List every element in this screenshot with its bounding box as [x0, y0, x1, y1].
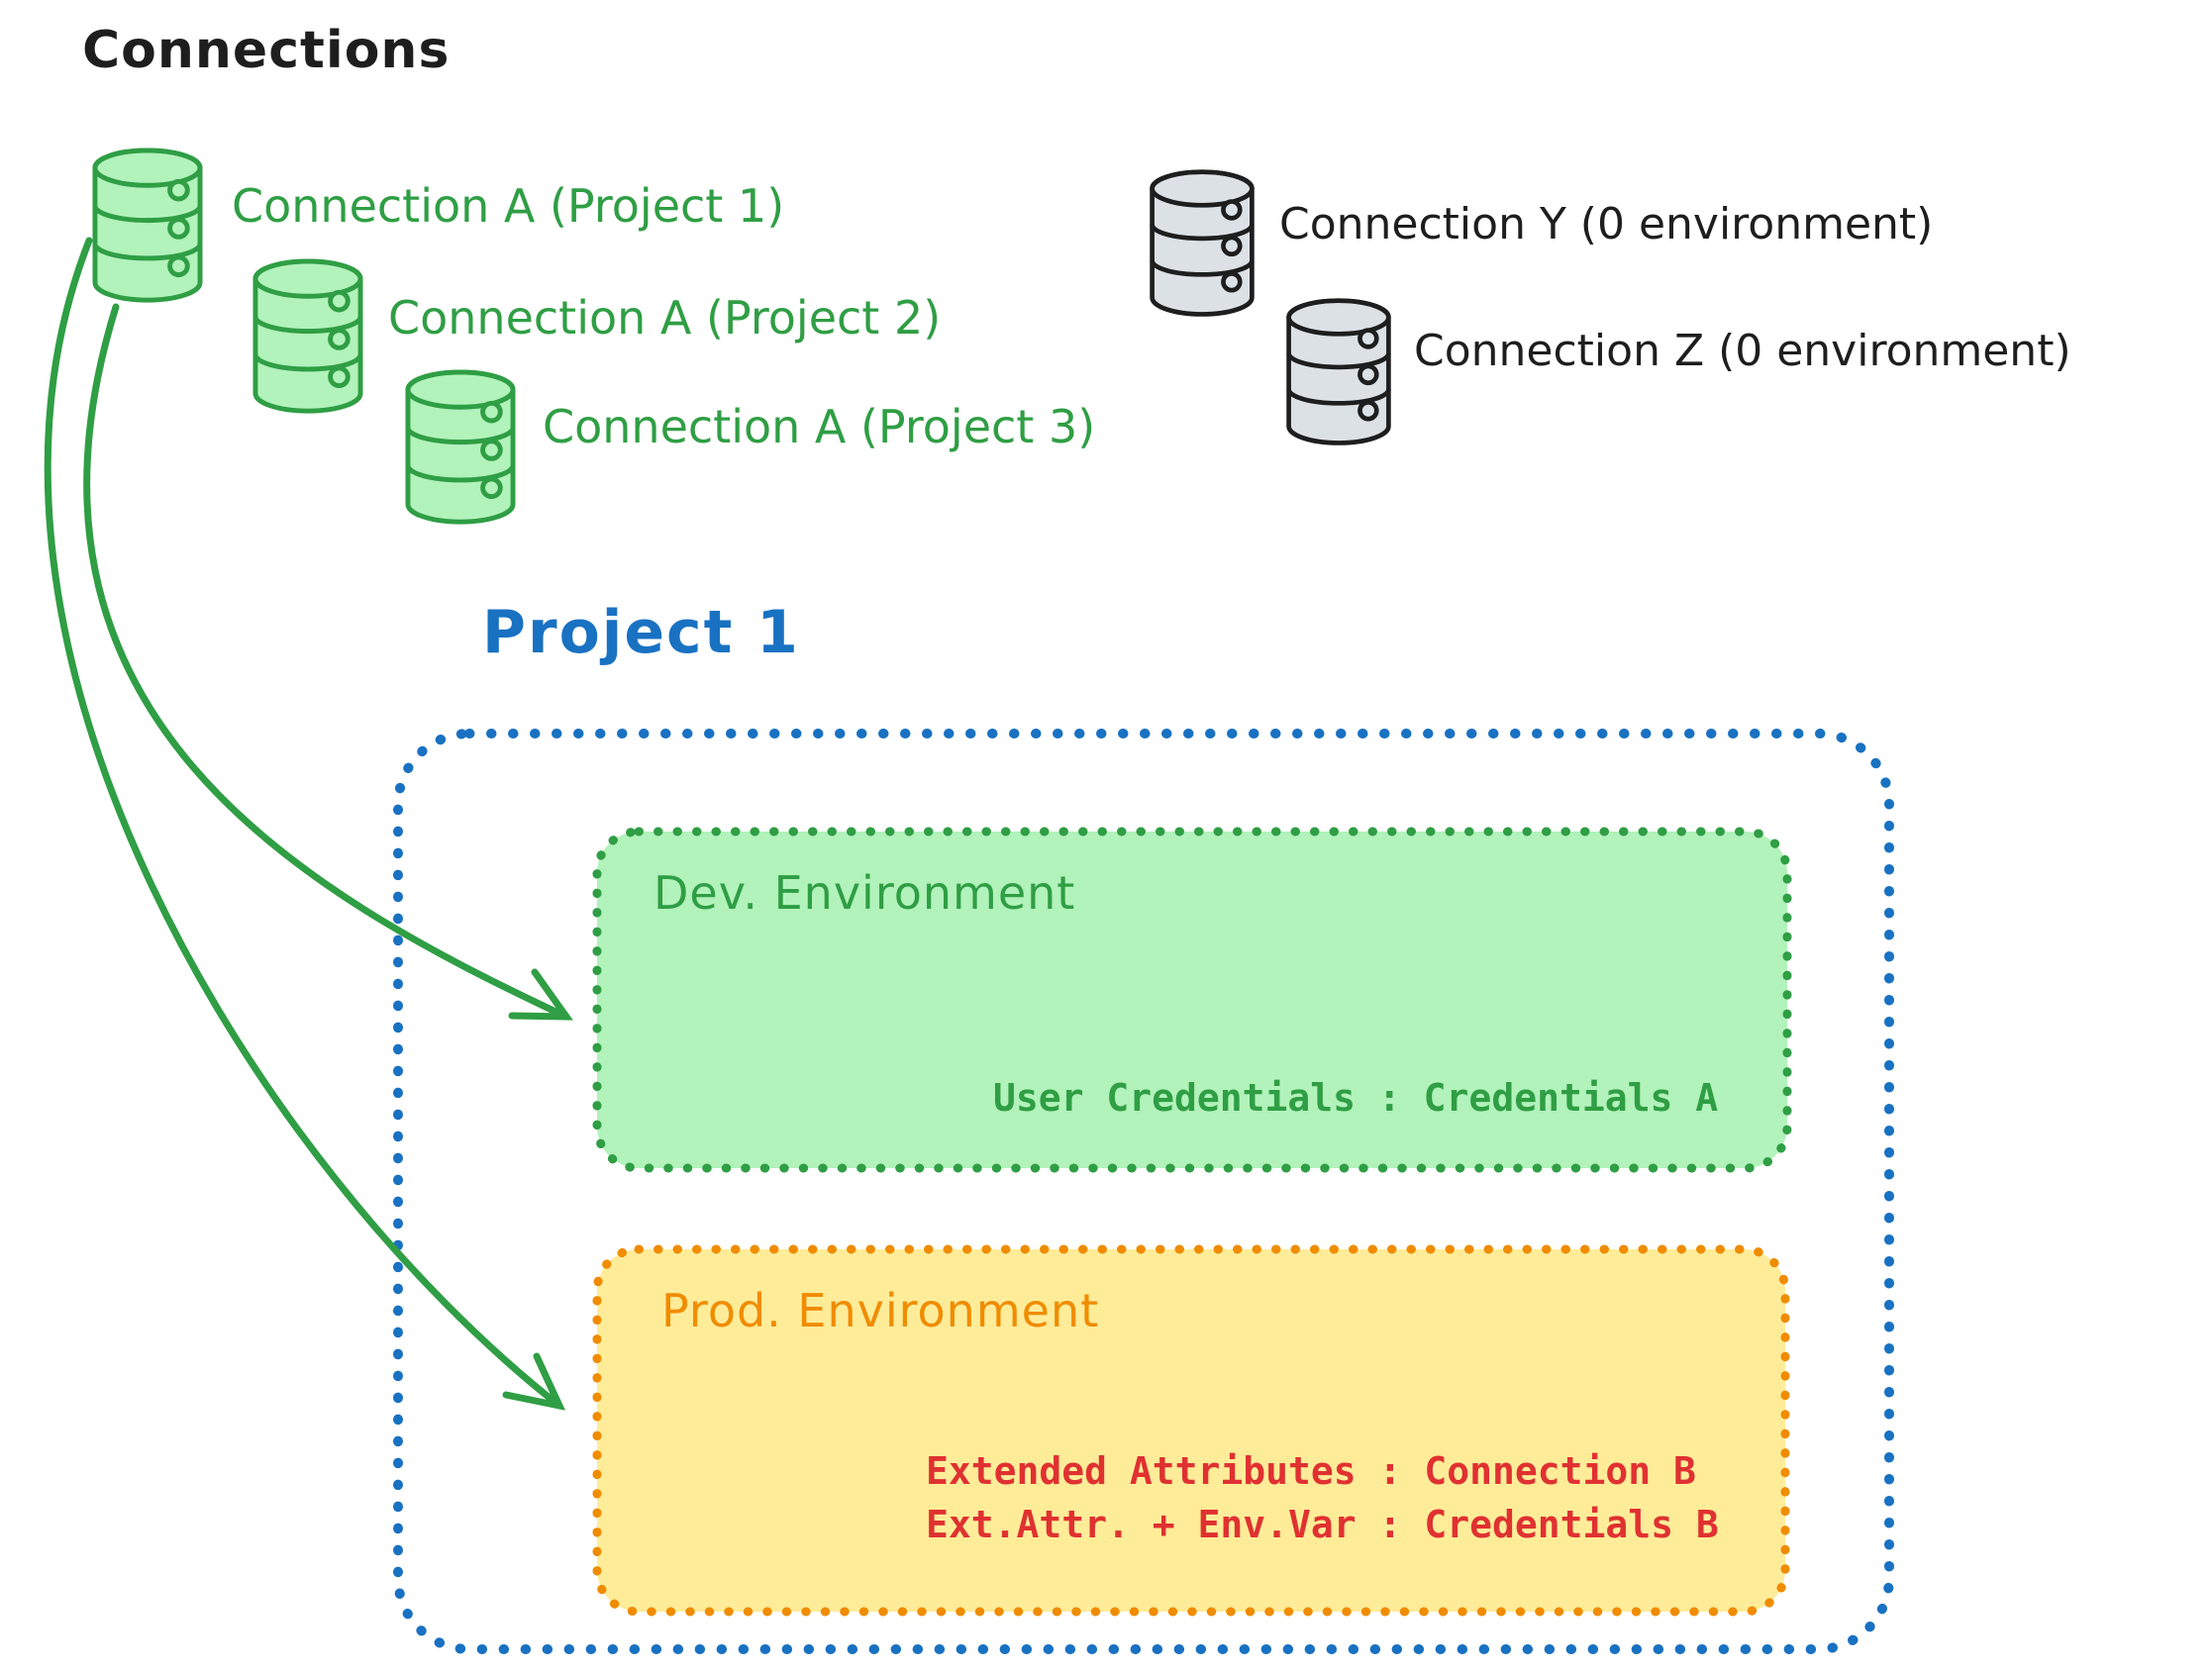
database-icon-connection-a-project-3 [408, 372, 513, 522]
connection-label-a-project-3: Connection A (Project 3) [543, 400, 1096, 453]
connection-label-z: Connection Z (0 environment) [1414, 326, 2071, 376]
arrowhead-icon [508, 968, 573, 1021]
prod-environment-title: Prod. Environment [661, 1284, 1100, 1337]
page-title: Connections [82, 21, 451, 80]
dev-environment-title: Dev. Environment [654, 866, 1076, 920]
database-icon-connection-y [1153, 172, 1253, 315]
connection-label-a-project-1: Connection A (Project 1) [232, 179, 785, 233]
connection-label-y: Connection Y (0 environment) [1279, 199, 1934, 249]
dev-credentials-mapping: User Credentials : Credentials A [993, 1076, 1719, 1120]
prod-mapping-line-1: Extended Attributes : Connection B [926, 1449, 1696, 1493]
connection-label-a-project-2: Connection A (Project 2) [388, 291, 942, 345]
arrow-to-dev-environment [83, 303, 573, 1021]
database-icon-connection-a-project-1 [95, 150, 200, 300]
arrowhead-icon [502, 1352, 566, 1411]
prod-mapping-line-2: Ext.Attr. + Env.Var : Credentials B [926, 1502, 1719, 1546]
dev-environment-box [592, 827, 1792, 1173]
database-icon-connection-a-project-2 [255, 261, 360, 411]
prod-mappings: Extended Attributes : Connection B Ext.A… [926, 1445, 1719, 1552]
project-1-title: Project 1 [482, 598, 800, 667]
arrow-to-prod-environment [44, 237, 566, 1411]
project-1-box [393, 729, 1894, 1654]
prod-environment-box [592, 1244, 1790, 1617]
database-icon-connection-z [1289, 301, 1389, 443]
